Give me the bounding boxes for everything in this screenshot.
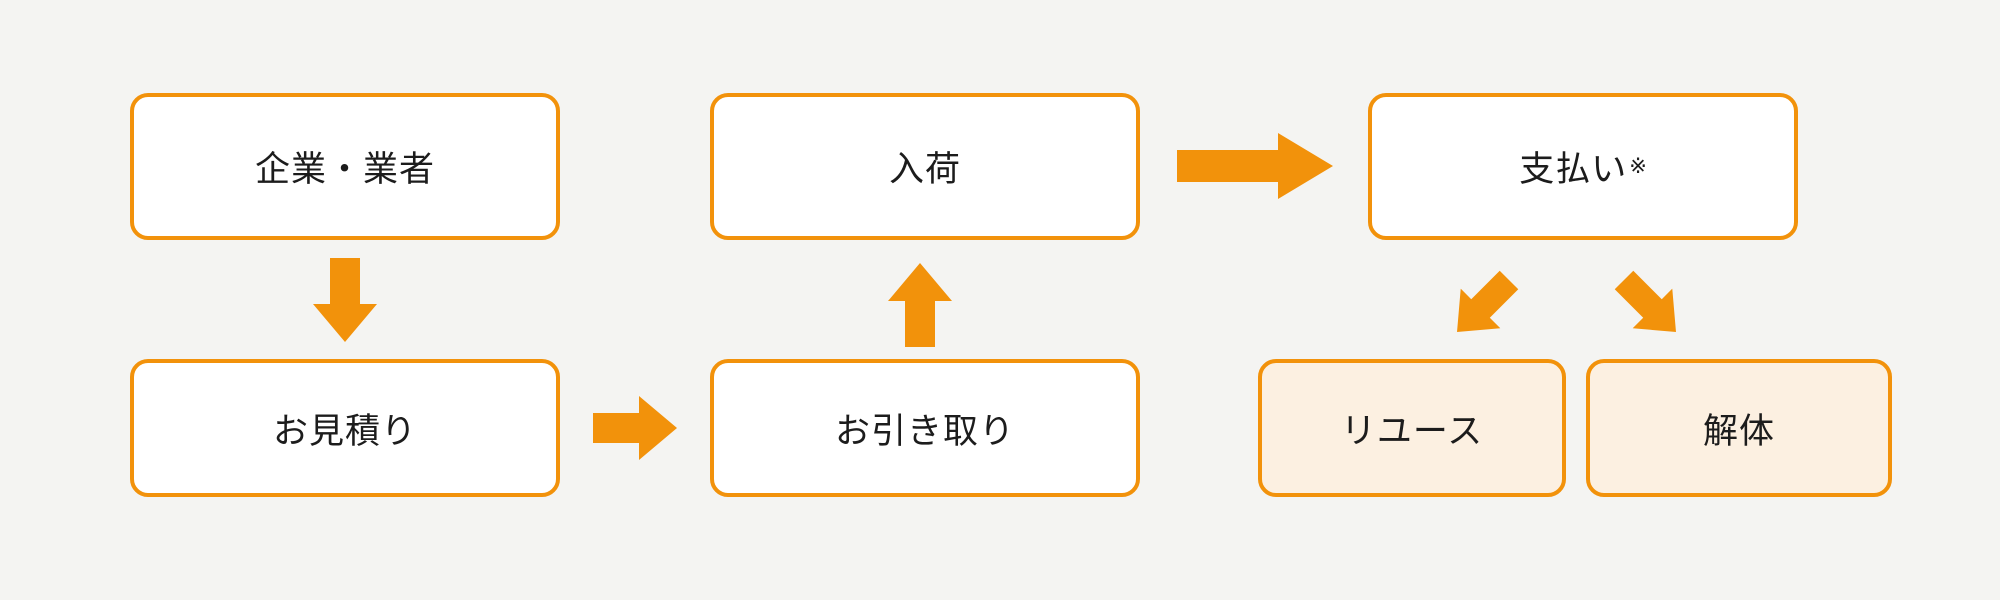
node-reuse-label: リユース: [1340, 411, 1484, 451]
node-arrival: 入荷: [710, 93, 1140, 240]
arrow-down-left-icon: [1436, 259, 1529, 352]
node-pickup: お引き取り: [710, 359, 1140, 497]
node-estimate: お見積り: [130, 359, 560, 497]
arrow-down-icon: [313, 258, 377, 342]
node-reuse: リユース: [1258, 359, 1566, 497]
node-payment-note-mark: ※: [1629, 155, 1647, 178]
arrow-right-icon: [593, 396, 677, 460]
node-company-label: 企業・業者: [254, 150, 435, 189]
node-dismantle: 解体: [1586, 359, 1892, 497]
node-payment: 支払い※: [1368, 93, 1798, 240]
node-pickup-label: お引き取り: [834, 411, 1015, 451]
arrow-right-long-icon: [1177, 133, 1333, 199]
node-dismantle-label: 解体: [1702, 411, 1775, 451]
node-payment-label: 支払い: [1519, 150, 1628, 189]
node-company: 企業・業者: [130, 93, 560, 240]
arrow-down-right-icon: [1603, 259, 1696, 352]
arrow-up-icon: [888, 263, 952, 347]
node-arrival-label: 入荷: [888, 150, 961, 189]
node-estimate-label: お見積り: [272, 411, 417, 451]
